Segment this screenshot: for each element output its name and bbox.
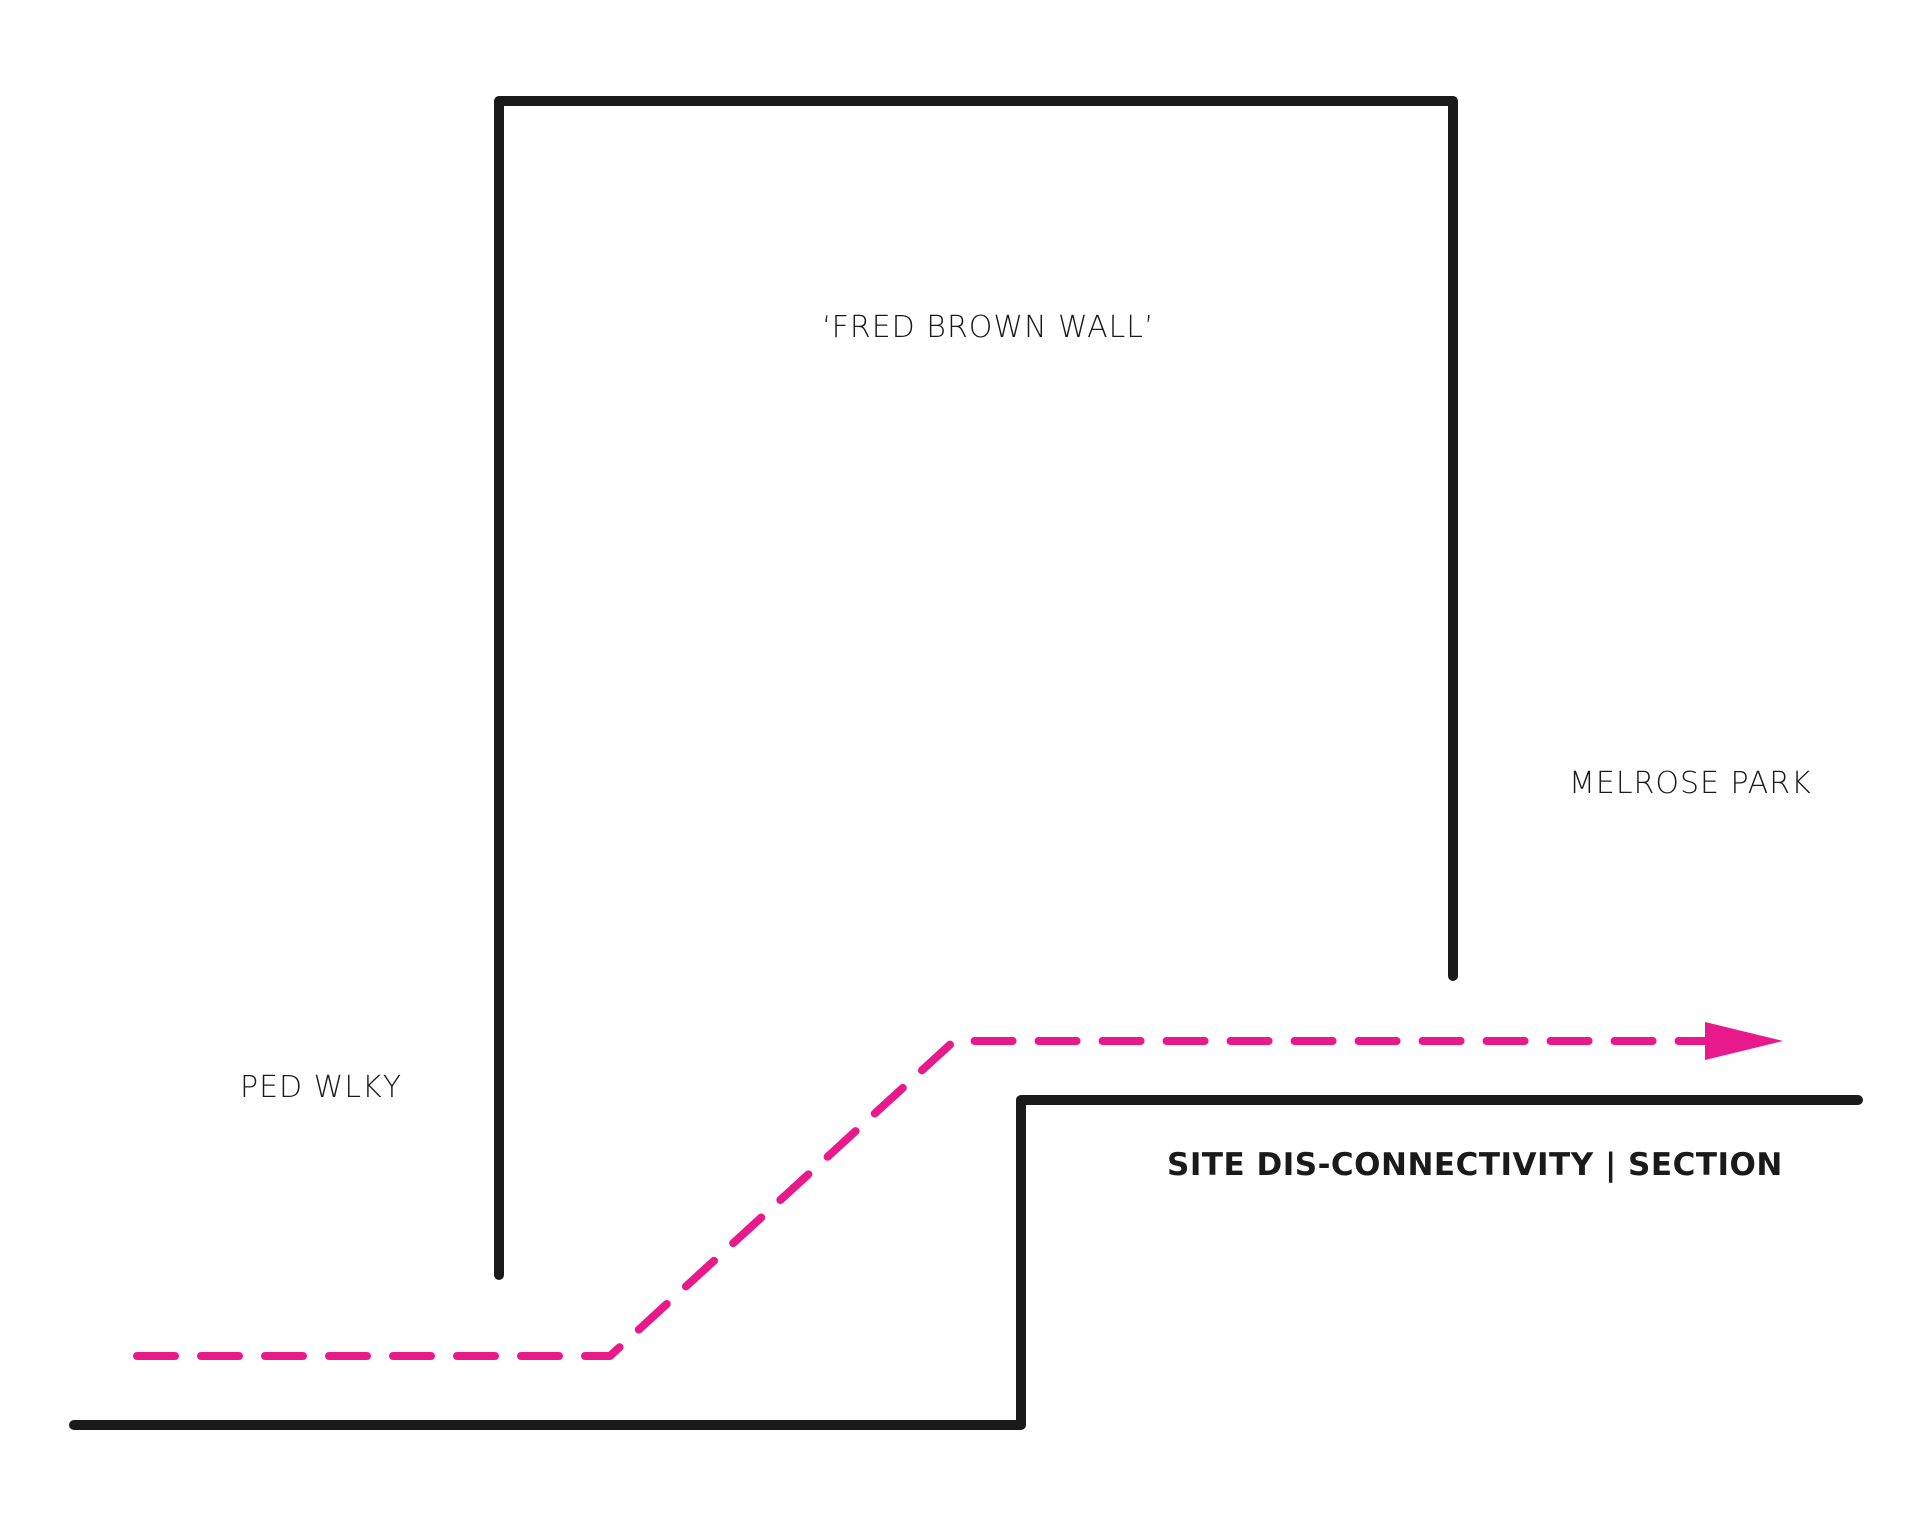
diagram-title: SITE DIS-CONNECTIVITY | SECTION bbox=[1167, 1147, 1783, 1183]
arrowhead-right-icon bbox=[1705, 1022, 1783, 1060]
pedestrian-path-dashed bbox=[133, 1037, 1714, 1360]
ground-section-line bbox=[69, 1095, 1863, 1430]
melrose-park-label: MELROSE PARK bbox=[1569, 766, 1812, 801]
fred-brown-wall-label: ‘FRED BROWN WALL’ bbox=[822, 310, 1155, 345]
ped-walkway-label: PED WLKY bbox=[240, 1070, 403, 1105]
fred-brown-wall-outline bbox=[494, 96, 1458, 1280]
